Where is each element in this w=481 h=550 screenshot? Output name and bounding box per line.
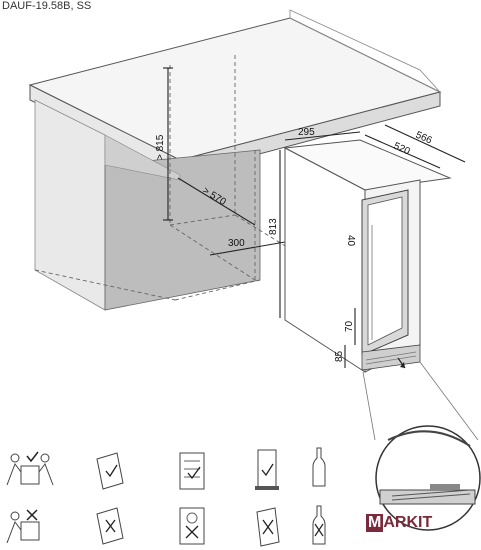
dim-height-top-label: > 815	[155, 134, 166, 160]
detail-circle	[375, 425, 481, 531]
manual-contents-cross-icon	[179, 507, 205, 545]
watermark-text: ARKIT	[383, 514, 433, 531]
dim-door-gap: 40	[345, 235, 356, 247]
manual-contents-check-icon	[179, 452, 205, 490]
icon-carry-two-persons-allowed-icon	[6, 451, 54, 486]
dim-door-gap-label: 40	[345, 235, 356, 247]
dim-unit-height: 813	[268, 150, 281, 318]
dim-door-bottom-label: 70	[344, 320, 355, 332]
unit-upright-check-icon	[255, 449, 279, 490]
unit-tilted-cross-icon	[256, 507, 280, 547]
watermark-logo-letter: M	[366, 514, 384, 532]
dim-unit-height-label: 813	[268, 218, 279, 235]
bottle-cross-icon	[312, 505, 326, 545]
model-label: DAUF-19.58B, SS	[2, 0, 92, 12]
detail-callout-lines	[362, 361, 479, 441]
dim-unit-width-label: 295	[298, 127, 315, 138]
dim-door-bottom: 70	[344, 308, 356, 345]
dim-width-niche: 300	[209, 238, 286, 256]
manual-cross-icon	[96, 507, 124, 545]
dim-height-top: > 815	[155, 67, 173, 221]
dim-unit-width: 295	[284, 127, 361, 141]
manual-check-icon	[96, 452, 124, 490]
carry-wrong-icon	[6, 509, 40, 544]
dim-plinth: 85	[334, 345, 346, 368]
bottle-upright-icon	[312, 447, 326, 487]
dim-unit-depth-door-label: 566	[414, 130, 434, 147]
dim-width-niche-label: 300	[228, 238, 245, 249]
left-cabinet	[34, 99, 261, 311]
wine-cooler	[283, 139, 452, 373]
dim-plinth-label: 85	[334, 350, 345, 362]
